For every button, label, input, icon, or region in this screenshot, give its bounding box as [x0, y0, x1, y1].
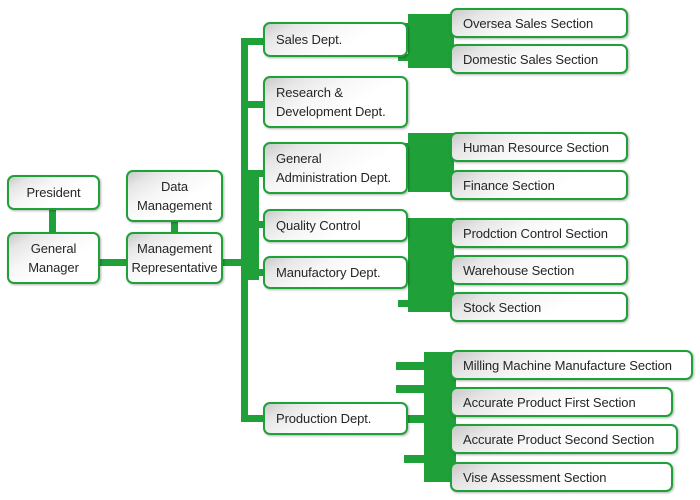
connector-branch-quality-control — [241, 221, 265, 228]
connector-sales-dept-oversea — [398, 23, 418, 30]
node-management-representative-label: Management Representative — [131, 241, 218, 275]
connector-branch-manufactory-dept — [241, 269, 265, 276]
node-research-development-dept-label: Research & Development Dept. — [276, 85, 386, 119]
node-accurate-product-second-section-label: Accurate Product Second Section — [463, 431, 655, 447]
connector-production-accurate-first — [396, 385, 430, 393]
node-general-manager[interactable]: General Manager — [7, 232, 100, 284]
node-finance-section[interactable]: Finance Section — [450, 170, 628, 200]
connector-branch-research-development-dept — [241, 101, 265, 108]
node-general-administration-dept-label: General Administration Dept. — [276, 151, 392, 185]
node-vise-assessment-section-label: Vise Assessment Section — [463, 469, 607, 485]
node-milling-machine-manufacture-section[interactable]: Milling Machine Manufacture Section — [450, 350, 693, 380]
node-accurate-product-first-section[interactable]: Accurate Product First Section — [450, 387, 673, 417]
node-domestic-sales-section-label: Domestic Sales Section — [463, 51, 599, 67]
connector-gad-finance — [398, 180, 418, 187]
node-prodction-control-section[interactable]: Prodction Control Section — [450, 218, 628, 248]
node-manufactory-dept-label: Manufactory Dept. — [276, 265, 381, 280]
node-finance-section-label: Finance Section — [463, 177, 555, 193]
node-general-manager-label: General Manager — [28, 241, 79, 275]
node-human-resource-section[interactable]: Human Resource Section — [450, 132, 628, 162]
node-human-resource-section-label: Human Resource Section — [463, 139, 609, 155]
connector-manufactory-warehouse — [398, 264, 418, 271]
connector-gad-human-resource — [398, 143, 418, 150]
node-warehouse-section-label: Warehouse Section — [463, 262, 575, 278]
node-accurate-product-first-section-label: Accurate Product First Section — [463, 394, 636, 410]
connector-president-general-manager — [49, 202, 56, 232]
node-quality-control-label: Quality Control — [276, 218, 361, 233]
connector-branch-general-administration-dept — [241, 170, 265, 177]
node-general-administration-dept[interactable]: General Administration Dept. — [263, 142, 408, 194]
connector-general-manager-management-representative — [100, 259, 132, 266]
node-warehouse-section[interactable]: Warehouse Section — [450, 255, 628, 285]
node-manufactory-dept[interactable]: Manufactory Dept. — [263, 256, 408, 289]
node-oversea-sales-section-label: Oversea Sales Section — [463, 15, 594, 31]
node-data-management-label: Data Management — [137, 179, 212, 213]
node-data-management[interactable]: Data Management — [126, 170, 223, 222]
node-stock-section[interactable]: Stock Section — [450, 292, 628, 322]
node-domestic-sales-section[interactable]: Domestic Sales Section — [450, 44, 628, 74]
node-president[interactable]: President — [7, 175, 100, 210]
connector-branch-sales-dept — [241, 38, 265, 45]
connector-production-vise-assessment — [404, 455, 430, 463]
connector-manufactory-stock — [398, 300, 418, 307]
connector-production-milling-machine — [396, 362, 430, 370]
node-accurate-product-second-section[interactable]: Accurate Product Second Section — [450, 424, 678, 454]
node-stock-section-label: Stock Section — [463, 299, 542, 315]
connector-branch-production-dept — [241, 415, 265, 422]
connector-manufactory-prodction-control — [398, 228, 418, 235]
connector-sales-dept-domestic — [398, 54, 418, 61]
node-prodction-control-section-label: Prodction Control Section — [463, 225, 608, 241]
node-quality-control[interactable]: Quality Control — [263, 209, 408, 242]
node-sales-dept[interactable]: Sales Dept. — [263, 22, 408, 57]
node-oversea-sales-section[interactable]: Oversea Sales Section — [450, 8, 628, 38]
connector-production-accurate-second — [404, 415, 430, 423]
node-management-representative[interactable]: Management Representative — [126, 232, 223, 284]
node-milling-machine-manufacture-section-label: Milling Machine Manufacture Section — [463, 357, 672, 373]
node-research-development-dept[interactable]: Research & Development Dept. — [263, 76, 408, 128]
connector-mgmt-rep-trunk-out — [218, 259, 248, 266]
node-production-dept[interactable]: Production Dept. — [263, 402, 408, 435]
node-vise-assessment-section[interactable]: Vise Assessment Section — [450, 462, 673, 492]
node-sales-dept-label: Sales Dept. — [276, 32, 343, 47]
node-production-dept-label: Production Dept. — [276, 411, 372, 426]
node-president-label: President — [26, 185, 81, 200]
